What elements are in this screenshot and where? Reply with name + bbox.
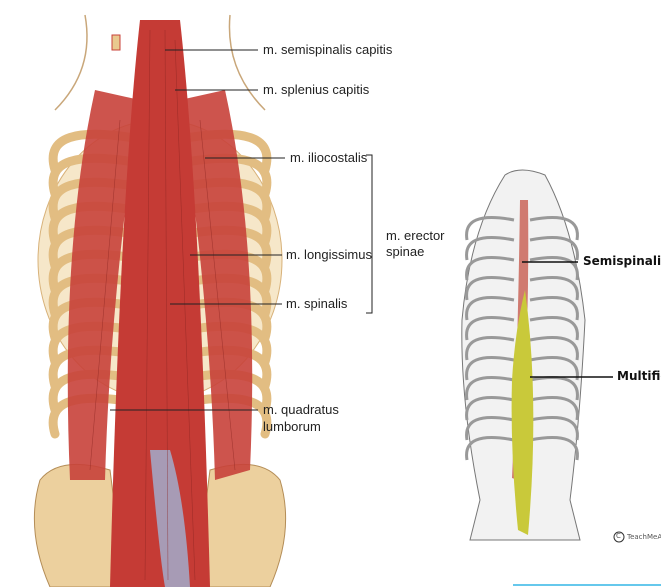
rib <box>529 236 579 261</box>
label-iliocostalis: m. iliocostalis <box>290 150 368 165</box>
rib <box>529 316 579 341</box>
rib <box>465 416 515 441</box>
rib <box>465 276 515 301</box>
label-spinalis: m. spinalis <box>286 296 348 311</box>
rib <box>529 416 579 441</box>
label-semispinalis: Semispinalis <box>583 254 661 268</box>
label-splenius-capitis: m. splenius capitis <box>263 82 370 97</box>
label-longissimus: m. longissimus <box>286 247 372 262</box>
left-back-figure <box>33 14 287 587</box>
rib <box>529 376 579 401</box>
label-erector-spinae-line1: m. erector <box>386 228 445 243</box>
rib <box>529 396 579 421</box>
rib <box>465 396 515 421</box>
rib <box>465 216 515 241</box>
rib <box>529 216 579 241</box>
rib <box>465 256 515 281</box>
copyright-icon: C <box>616 532 621 540</box>
label-quadratus-lumborum-line2: lumborum <box>263 419 321 434</box>
rib <box>465 436 515 461</box>
rib <box>465 336 515 361</box>
rib <box>529 296 579 321</box>
rib <box>48 225 150 271</box>
rib <box>529 436 579 461</box>
label-quadratus-lumborum-line1: m. quadratus <box>263 402 339 417</box>
rib <box>465 316 515 341</box>
rib <box>529 356 579 381</box>
label-semispinalis-capitis: m. semispinalis capitis <box>263 42 393 57</box>
erector-spinae-bracket <box>366 154 373 314</box>
rib <box>465 296 515 321</box>
label-multifidus: Multific <box>617 369 661 383</box>
label-erector-spinae-line2: spinae <box>386 244 425 259</box>
left-leader-lines <box>110 49 373 411</box>
watermark: TeachMeAna <box>627 533 661 541</box>
right-back-figure <box>461 169 661 586</box>
rib <box>529 276 579 301</box>
rib <box>170 225 272 271</box>
rib <box>529 256 579 281</box>
rib <box>465 356 515 381</box>
rib <box>529 336 579 361</box>
rib <box>465 376 515 401</box>
rib <box>465 236 515 261</box>
